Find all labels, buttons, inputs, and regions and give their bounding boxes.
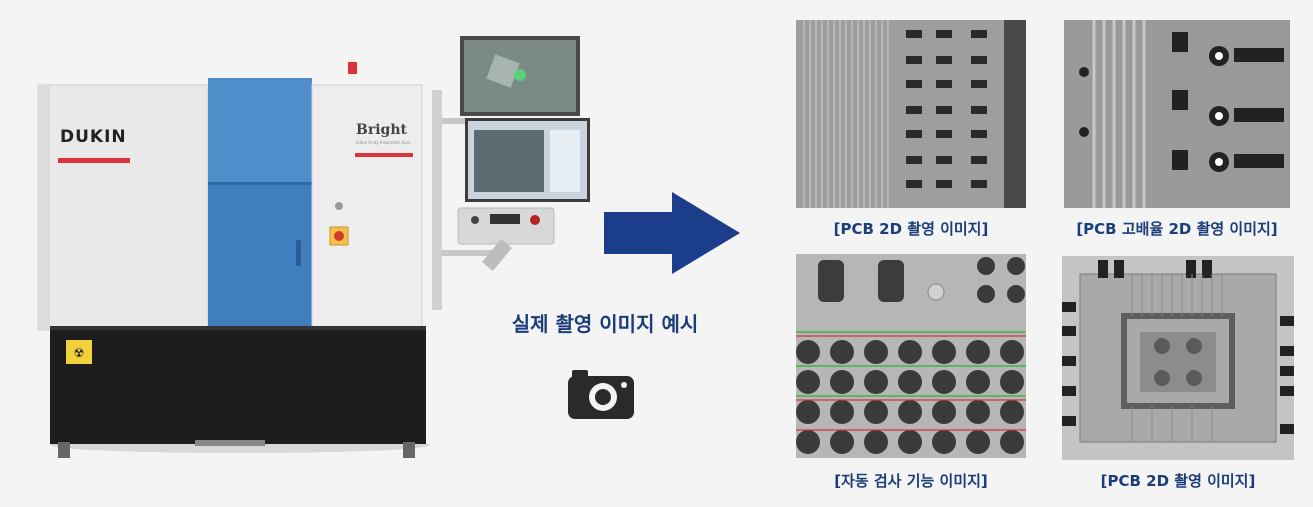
- brand-logo: DUKIN: [60, 127, 127, 147]
- auto-inspection-image: [796, 254, 1026, 458]
- headline: 실제 촬영 이미지 예시: [511, 312, 699, 336]
- caption-pcb-2d-top: [PCB 2D 촬영 이미지]: [833, 220, 989, 238]
- product-logo: Bright: [356, 122, 407, 138]
- camera-icon: [566, 368, 636, 424]
- xray-machine-illustration: ☢: [30, 30, 610, 470]
- caption-pcb-highres: [PCB 고배율 2D 촬영 이미지]: [1076, 220, 1278, 238]
- arrow-right-icon: [600, 190, 744, 280]
- caption-auto-inspection: [자동 검사 기능 이미지]: [834, 472, 988, 490]
- pcb-2d-image-bottom: [1062, 256, 1294, 460]
- pcb-2d-image-top: [796, 20, 1026, 208]
- caption-pcb-2d-bottom: [PCB 2D 촬영 이미지]: [1100, 472, 1256, 490]
- product-subtitle: Inline X-ray Inspection System: [356, 140, 410, 145]
- svg-text:☢: ☢: [74, 346, 85, 360]
- pcb-highres-image: [1064, 20, 1290, 208]
